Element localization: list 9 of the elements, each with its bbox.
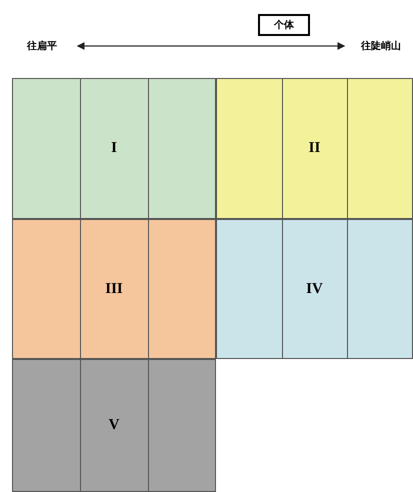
grid-panel xyxy=(12,219,216,359)
grid-panel xyxy=(216,78,413,219)
direction-label: 往陡峭山 xyxy=(350,38,412,54)
grid-panel xyxy=(12,359,216,492)
grid-panel xyxy=(216,219,413,359)
grid-panel xyxy=(12,78,216,219)
direction-label: 往扁平 xyxy=(14,38,70,54)
double-arrow xyxy=(76,42,346,50)
label-box: 个体 xyxy=(258,14,310,36)
